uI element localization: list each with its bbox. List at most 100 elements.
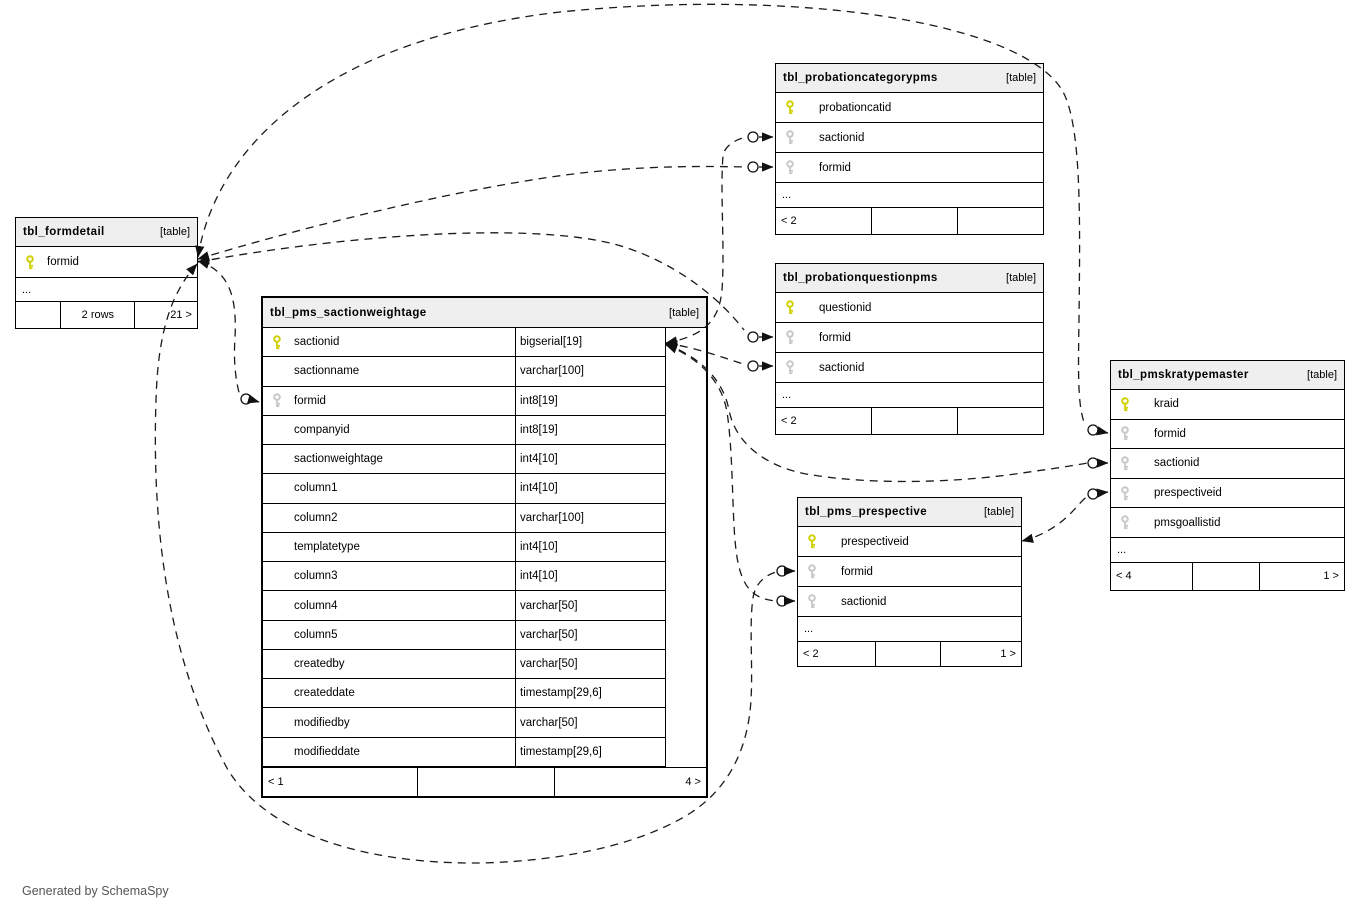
table-header-probationcategorypms[interactable]: tbl_probationcategorypms [table] xyxy=(776,64,1043,93)
table-row: sactionid xyxy=(798,587,1021,617)
table-row: formid xyxy=(776,153,1043,183)
table-title: tbl_formdetail xyxy=(23,226,105,238)
table-row: probationcatid xyxy=(776,93,1043,123)
table-tag: [table] xyxy=(1006,272,1036,284)
table-tag: [table] xyxy=(160,226,190,238)
children-count: 1 > xyxy=(1323,570,1339,583)
column-name: createddate xyxy=(294,687,355,700)
foreign-key-icon xyxy=(798,594,829,609)
column-name: formid xyxy=(819,331,851,344)
column-name: sactionid xyxy=(819,361,865,374)
column-name: questionid xyxy=(819,301,872,314)
table-pms-prespective[interactable]: tbl_pms_prespective [table] prespectivei… xyxy=(797,497,1022,667)
fk-connector-arrow xyxy=(1096,488,1109,498)
table-footer: < 4 1 > xyxy=(1111,562,1344,590)
table-row: pmsgoallistid xyxy=(1111,508,1344,538)
table-pmskratypemaster[interactable]: tbl_pmskratypemaster [table] kraid formi… xyxy=(1110,360,1345,591)
footer-cell xyxy=(872,408,958,434)
table-row: column4 varchar[50] xyxy=(263,591,665,621)
table-header-pms-prespective[interactable]: tbl_pms_prespective [table] xyxy=(798,498,1021,527)
ellipsis-row: ... xyxy=(798,617,1021,642)
table-row: modifieddate timestamp[29,6] xyxy=(263,737,665,767)
column-name: column2 xyxy=(294,511,338,524)
table-tag: [table] xyxy=(1006,72,1036,84)
column-type: int8[19] xyxy=(515,386,665,415)
primary-key-icon xyxy=(16,254,47,270)
column-name: modifieddate xyxy=(294,745,360,758)
table-formdetail[interactable]: tbl_formdetail [table] formid ... 2 rows… xyxy=(15,217,198,329)
table-tag: [table] xyxy=(984,506,1014,518)
footer-cell xyxy=(876,642,941,666)
ellipsis-row: ... xyxy=(776,183,1043,208)
ellipsis-row: ... xyxy=(1111,538,1344,563)
table-header-probationquestionpms[interactable]: tbl_probationquestionpms [table] xyxy=(776,264,1043,293)
foreign-key-icon xyxy=(263,393,294,408)
parents-count: < 1 xyxy=(263,767,419,796)
table-row: modifiedby varchar[50] xyxy=(263,708,665,738)
column-type: varchar[50] xyxy=(515,620,665,649)
column-name: companyid xyxy=(294,423,350,436)
rel-prespective-prespectiveid-to-pmskratypemaster-prespectiveid xyxy=(1021,495,1089,543)
column-name: column1 xyxy=(294,482,338,495)
table-row: kraid xyxy=(1111,390,1344,420)
column-type: varchar[50] xyxy=(515,591,665,620)
primary-key-icon xyxy=(263,334,294,350)
ellipsis-row: ... xyxy=(776,383,1043,408)
column-type: int4[10] xyxy=(515,445,665,474)
fk-connector-circle xyxy=(1087,457,1099,469)
table-footer: < 2 xyxy=(776,408,1043,434)
table-tag: [table] xyxy=(1307,369,1337,381)
fk-connector-circle xyxy=(747,331,759,343)
table-row: column1 int4[10] xyxy=(263,474,665,504)
table-row: formid xyxy=(16,247,197,278)
column-name: kraid xyxy=(1154,398,1179,411)
fk-connector-circle xyxy=(747,161,759,173)
table-header-pmskratypemaster[interactable]: tbl_pmskratypemaster [table] xyxy=(1111,361,1344,390)
table-header-formdetail[interactable]: tbl_formdetail [table] xyxy=(16,218,197,247)
column-name: formid xyxy=(819,161,851,174)
table-row: formid int8[19] xyxy=(263,386,665,416)
parents-count: < 4 xyxy=(1111,562,1193,590)
table-row: templatetype int4[10] xyxy=(263,532,665,563)
schemaspy-credit: Generated by SchemaSpy xyxy=(22,884,169,898)
table-probationquestionpms[interactable]: tbl_probationquestionpms [table] questio… xyxy=(775,263,1044,435)
foreign-key-icon xyxy=(1111,426,1142,441)
fk-connector-arrow xyxy=(1096,426,1109,436)
column-name: pmsgoallistid xyxy=(1154,516,1221,529)
foreign-key-icon xyxy=(1111,515,1142,530)
column-name: column5 xyxy=(294,628,338,641)
table-row: column2 varchar[100] xyxy=(263,503,665,533)
foreign-key-icon xyxy=(1111,456,1142,471)
table-pms-sactionweightage[interactable]: tbl_pms_sactionweightage [table] saction… xyxy=(261,296,708,798)
fk-connector-circle xyxy=(1087,424,1099,436)
table-title: tbl_pms_prespective xyxy=(805,506,928,518)
column-type: varchar[50] xyxy=(515,649,665,679)
table-title: tbl_pms_sactionweightage xyxy=(270,306,427,319)
column-name: modifiedby xyxy=(294,716,350,729)
foreign-key-icon xyxy=(1111,485,1142,501)
table-probationcategorypms[interactable]: tbl_probationcategorypms [table] probati… xyxy=(775,63,1044,235)
footer-cell xyxy=(16,302,62,328)
table-row: sactionname varchar[100] xyxy=(263,357,665,387)
fk-connector-circle xyxy=(1087,488,1099,500)
column-name: formid xyxy=(294,394,326,407)
table-row: formid xyxy=(1111,420,1344,450)
column-type: varchar[50] xyxy=(515,708,665,737)
table-row: sactionid xyxy=(776,353,1043,383)
column-name: probationcatid xyxy=(819,101,892,114)
parents-count: < 2 xyxy=(776,408,873,434)
table-header-pms-sactionweightage[interactable]: tbl_pms_sactionweightage [table] xyxy=(263,298,706,328)
column-type: int4[10] xyxy=(515,474,665,503)
foreign-key-icon xyxy=(776,160,807,175)
primary-key-icon xyxy=(1111,396,1142,412)
table-row: formid xyxy=(798,557,1021,587)
table-footer: < 1 4 > xyxy=(263,766,706,796)
fk-connector-circle xyxy=(747,360,759,372)
table-row: createdby varchar[50] xyxy=(263,649,665,680)
foreign-key-icon xyxy=(798,564,829,579)
table-row: sactionid bigserial[19] xyxy=(263,328,665,358)
column-name: prespectiveid xyxy=(1154,487,1222,500)
foreign-key-icon xyxy=(776,130,807,145)
column-name: templatetype xyxy=(294,540,360,553)
